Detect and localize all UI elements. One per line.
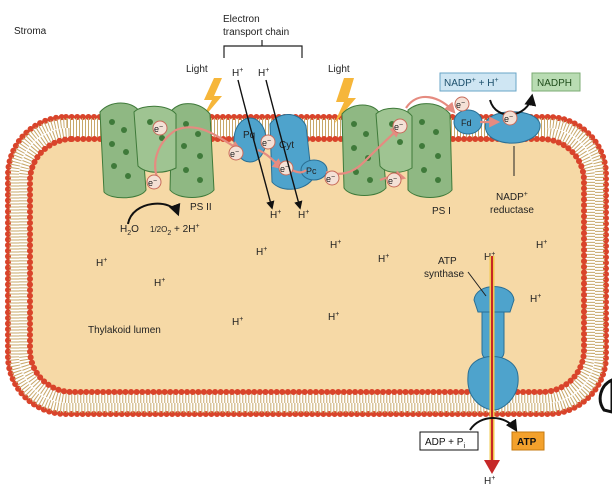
ferredoxin: Fd [453, 109, 483, 135]
pc-label: Pc [306, 166, 317, 176]
proton-channel-arrow [484, 256, 500, 474]
h-lumen-10: H+ [530, 293, 541, 305]
svg-text:e−: e− [504, 114, 513, 124]
electron-to-fd: e− [454, 96, 470, 112]
pq-label: Pq [243, 130, 255, 141]
adp-pi-label: ADP + Pi [425, 437, 465, 450]
electron-cyt-top: e− [260, 134, 276, 150]
electron-markers: e− e− e− e− e− e− e− e− e− e− [146, 96, 518, 190]
h-lumen-3: H+ [378, 253, 389, 265]
electron-nadp-reductase: e− [502, 110, 518, 126]
h-lumen-5: H+ [154, 277, 165, 289]
h-lumen-6: H+ [232, 316, 243, 328]
electron-ps2-bottom: e− [146, 174, 162, 190]
light-bolt-ps2: Light [186, 64, 222, 122]
edge-partial-shape [598, 378, 612, 414]
water-label: H2O [120, 224, 139, 237]
h-lumen-4: H+ [96, 257, 107, 269]
svg-text:e−: e− [154, 124, 163, 134]
adp-pi-box: ADP + Pi [419, 431, 479, 451]
cyt-label: Cyt [279, 140, 294, 151]
atp-synthase-label-line2: synthase [424, 269, 464, 280]
nadph-label: NADPH [537, 78, 572, 89]
oxygen-label: 1/2O2 + 2H+ [150, 223, 200, 237]
svg-text:e−: e− [262, 138, 271, 148]
h-stroma-out: H+ [484, 475, 495, 487]
etc-bracket: Electron transport chain [223, 14, 303, 58]
svg-text:e−: e− [280, 164, 289, 174]
atp-box: ATP [511, 431, 545, 451]
ps2-label: PS II [190, 202, 212, 213]
svg-text:e−: e− [394, 122, 403, 132]
electron-ps1-top: e− [392, 118, 408, 134]
h-lumen-2: H+ [330, 239, 341, 251]
stroma-label: Stroma [14, 26, 47, 37]
h-lumen-pump-1: H+ [270, 209, 281, 221]
h-lumen-7: H+ [328, 311, 339, 323]
svg-text:e−: e− [456, 100, 465, 110]
atp-formation-arrow [469, 417, 518, 433]
light-label-2: Light [328, 64, 350, 75]
nadph-output-box: NADPH [531, 72, 581, 92]
svg-text:e−: e− [148, 178, 157, 188]
h-lumen-9: H+ [536, 239, 547, 251]
fd-label: Fd [461, 118, 472, 128]
electron-cyt-bottom: e− [278, 160, 294, 176]
photosystem-ii: PS II [99, 102, 215, 213]
electron-ps2-top: e− [152, 120, 168, 136]
water-splitting: H2O 1/2O2 + 2H+ [120, 202, 200, 237]
ps1-label: PS I [432, 206, 451, 217]
nadp-reductase-label-line2: reductase [490, 205, 534, 216]
lumen-label: Thylakoid lumen [88, 325, 161, 336]
plastocyanin: Pc [300, 159, 328, 181]
h-lumen-pump-2: H+ [298, 209, 309, 221]
electron-pc: e− [324, 170, 340, 186]
etc-label-line1: Electron [223, 14, 260, 25]
h-stroma-1: H+ [232, 67, 243, 79]
nadp-input-label: NADP+ + H+ [444, 77, 499, 89]
svg-text:e−: e− [388, 176, 397, 186]
etc-label-line2: transport chain [223, 27, 289, 38]
h-stroma-2: H+ [258, 67, 269, 79]
atp-label: ATP [517, 437, 537, 448]
nadp-reductase-label-line1: NADP+ [496, 191, 528, 203]
h-lumen-1: H+ [256, 246, 267, 258]
svg-text:e−: e− [326, 174, 335, 184]
nadp-input-box: NADP+ + H+ [439, 72, 517, 92]
svg-text:e−: e− [230, 149, 239, 159]
electron-pq: e− [228, 145, 244, 161]
proton-pump-arrows [237, 79, 303, 210]
electron-ps1-bottom: e− [386, 172, 402, 188]
light-bolt-ps1: Light [328, 64, 356, 124]
atp-synthase-label-line1: ATP [438, 256, 457, 267]
light-label-1: Light [186, 64, 208, 75]
